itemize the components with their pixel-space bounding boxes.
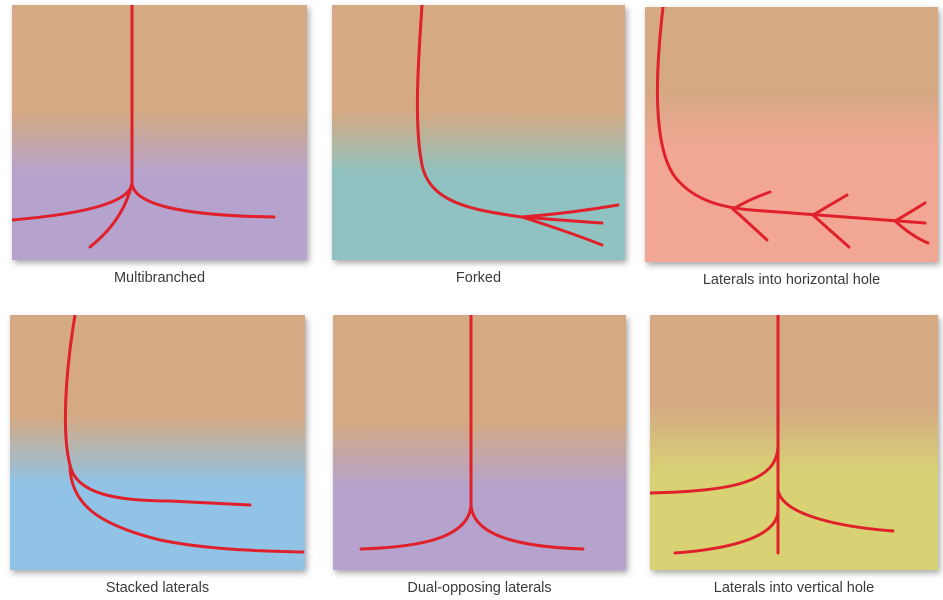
dual-opposing-illustration <box>333 315 626 570</box>
multibranched-illustration <box>12 5 307 260</box>
rock-strata-background <box>645 7 938 262</box>
well-path-multibranched <box>12 5 276 249</box>
caption-forked: Forked <box>455 270 502 286</box>
panel-multibranched <box>12 5 307 260</box>
rock-strata-background <box>650 315 938 570</box>
well-path-stacked-laterals <box>63 315 305 554</box>
well-path-dual-opposing <box>359 315 585 551</box>
panel-laterals-vertical-hole <box>650 315 938 570</box>
rock-strata-background <box>333 315 626 570</box>
caption-stacked-laterals: Stacked laterals <box>105 580 210 596</box>
rock-strata-background <box>332 5 625 260</box>
forked-illustration <box>332 5 625 260</box>
well-path-laterals-vertical <box>650 315 895 555</box>
panel-laterals-horizontal-hole <box>645 7 938 262</box>
stacked-laterals-illustration <box>10 315 305 570</box>
laterals-horizontal-illustration <box>645 7 938 262</box>
well-path-forked <box>415 5 620 247</box>
caption-multibranched: Multibranched <box>113 270 206 286</box>
caption-laterals-horizontal-hole: Laterals into horizontal hole <box>702 272 881 288</box>
caption-dual-opposing-laterals: Dual-opposing laterals <box>407 580 552 596</box>
rock-strata-background <box>12 5 307 260</box>
panel-stacked-laterals <box>10 315 305 570</box>
panel-dual-opposing-laterals <box>333 315 626 570</box>
rock-strata-background <box>10 315 305 570</box>
panel-forked <box>332 5 625 260</box>
caption-laterals-vertical-hole: Laterals into vertical hole <box>713 580 875 596</box>
laterals-vertical-illustration <box>650 315 938 570</box>
well-path-laterals-horizontal <box>655 7 930 249</box>
